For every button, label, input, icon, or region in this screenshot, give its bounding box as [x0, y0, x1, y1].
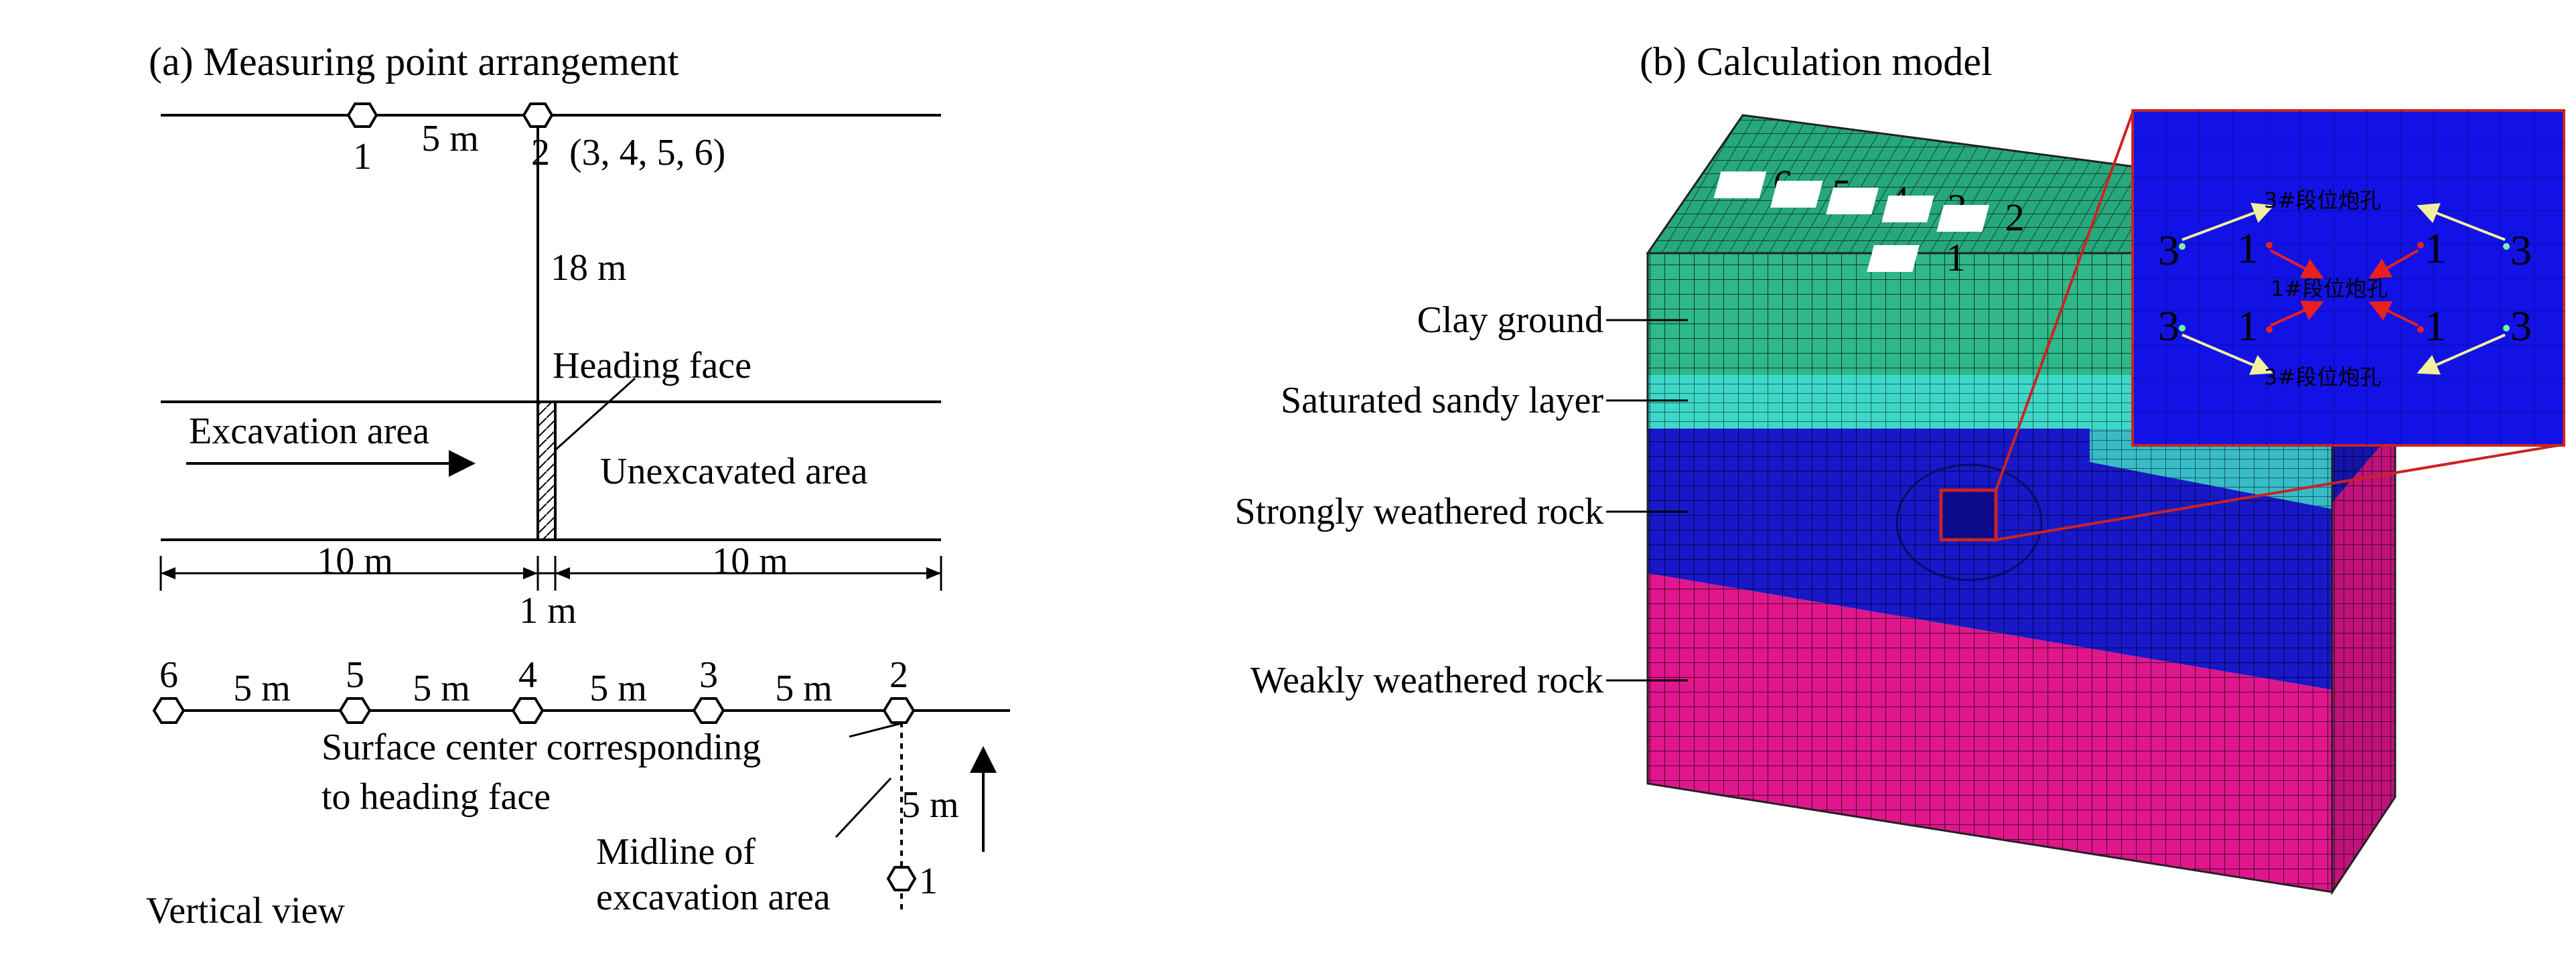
- point-label: 2: [889, 654, 908, 696]
- surface-point-label: 1: [1946, 236, 1966, 279]
- excavation-area-label: Excavation area: [189, 411, 429, 452]
- point-label: 1: [353, 136, 372, 177]
- measuring-point-marker: [692, 697, 725, 724]
- heading-face: [536, 400, 557, 541]
- layer-label: Strongly weathered rock: [1235, 491, 1603, 532]
- layer-strongly-weathered-rock: [1648, 429, 2332, 690]
- annotation-label: excavation area: [596, 877, 831, 918]
- surface-point-labels: 654321: [1713, 162, 2025, 279]
- inset-connector: [1995, 112, 2134, 491]
- annotation-label: Surface center corresponding: [321, 727, 761, 768]
- leader-line: [849, 722, 902, 738]
- heading-face-label: Heading face: [553, 345, 752, 386]
- distance-label: 5 m: [589, 668, 647, 709]
- measuring-point-marker: [882, 697, 916, 724]
- point-label: 1: [919, 861, 938, 902]
- panel-a: (a) Measuring point arrangement 1 5 m 2 …: [146, 40, 1010, 932]
- measuring-point-marker: [511, 697, 545, 724]
- point-label: 5: [346, 654, 364, 696]
- hole-number: 3: [2510, 226, 2532, 274]
- surface-point-marker: [1826, 188, 1879, 214]
- blast-hole-label: 1#段位炮孔: [2271, 276, 2388, 301]
- layer-label: Clay ground: [1417, 299, 1603, 341]
- tunnel-cross-section: [1939, 488, 1998, 542]
- surface-point-label: 2: [2005, 196, 2025, 239]
- surface-point-marker: [1770, 181, 1823, 208]
- blast-hole-label: 3#段位炮孔: [2264, 188, 2381, 213]
- dimension-label: 10 m: [712, 540, 788, 582]
- distance-label: 5 m: [775, 668, 833, 709]
- measuring-point-marker: [346, 102, 378, 128]
- hole-number: 1: [2425, 224, 2446, 272]
- layer-label: Weakly weathered rock: [1250, 660, 1603, 701]
- annotation-label: Midline of: [596, 831, 756, 873]
- hole-number: 1: [2425, 302, 2446, 350]
- distance-label: 18 m: [551, 247, 627, 289]
- point-label: 2: [531, 132, 550, 173]
- annotation-label: to heading face: [321, 776, 551, 818]
- unexcavated-area-label: Unexcavated area: [600, 451, 868, 492]
- blast-hole-label: 3#段位炮孔: [2264, 364, 2381, 390]
- measuring-point-marker: [886, 866, 917, 891]
- point-label: 6: [159, 654, 178, 696]
- plan-measuring-points: 6 5 4 3 2 5 m 5 m 5 m 5 m: [152, 654, 916, 724]
- hole-number: 3: [2158, 302, 2179, 350]
- surface-point-marker: [1867, 245, 1920, 272]
- panel-a-title: (a) Measuring point arrangement: [149, 40, 679, 84]
- leader-line: [835, 777, 892, 838]
- panel-b-title: (b) Calculation model: [1640, 40, 1993, 84]
- distance-label: 5 m: [421, 118, 479, 159]
- measuring-point-marker: [152, 697, 186, 724]
- distance-label: 5 m: [413, 668, 470, 709]
- hole-number: 3: [2510, 302, 2532, 350]
- point-label: 4: [518, 654, 537, 696]
- measuring-point-marker: [522, 102, 554, 128]
- surface-point-marker: [1936, 205, 1990, 232]
- hole-number: 1: [2237, 224, 2259, 272]
- inset-connector: [1995, 443, 2563, 541]
- vertical-view-label: Vertical view: [146, 890, 346, 932]
- blast-hole-inset: 3#段位炮孔 1#段位炮孔 3#段位炮孔 3 1 1 3 3 1 1 3: [2131, 109, 2565, 447]
- panel-b: (b) Calculation model 654321 Clay ground…: [1235, 40, 2565, 895]
- mesh-refinement-zone: [1895, 463, 2043, 581]
- point-list-label: (3, 4, 5, 6): [569, 132, 725, 173]
- distance-label: 5 m: [902, 784, 959, 826]
- surface-point-marker: [1713, 171, 1767, 198]
- dimension-label: 1 m: [519, 590, 577, 632]
- layer-label: Saturated sandy layer: [1281, 380, 1603, 421]
- model-outline: [1646, 252, 2334, 893]
- dimension-label: 10 m: [317, 540, 393, 582]
- hole-number: 1: [2237, 302, 2259, 350]
- hole-number: 3: [2158, 226, 2179, 274]
- point-label: 3: [699, 654, 718, 696]
- leader-line: [554, 377, 636, 451]
- distance-label: 5 m: [233, 668, 291, 709]
- measuring-point-marker: [338, 697, 372, 724]
- layer-weakly-weathered-rock: [1648, 573, 2332, 892]
- surface-point-marker: [1881, 196, 1934, 222]
